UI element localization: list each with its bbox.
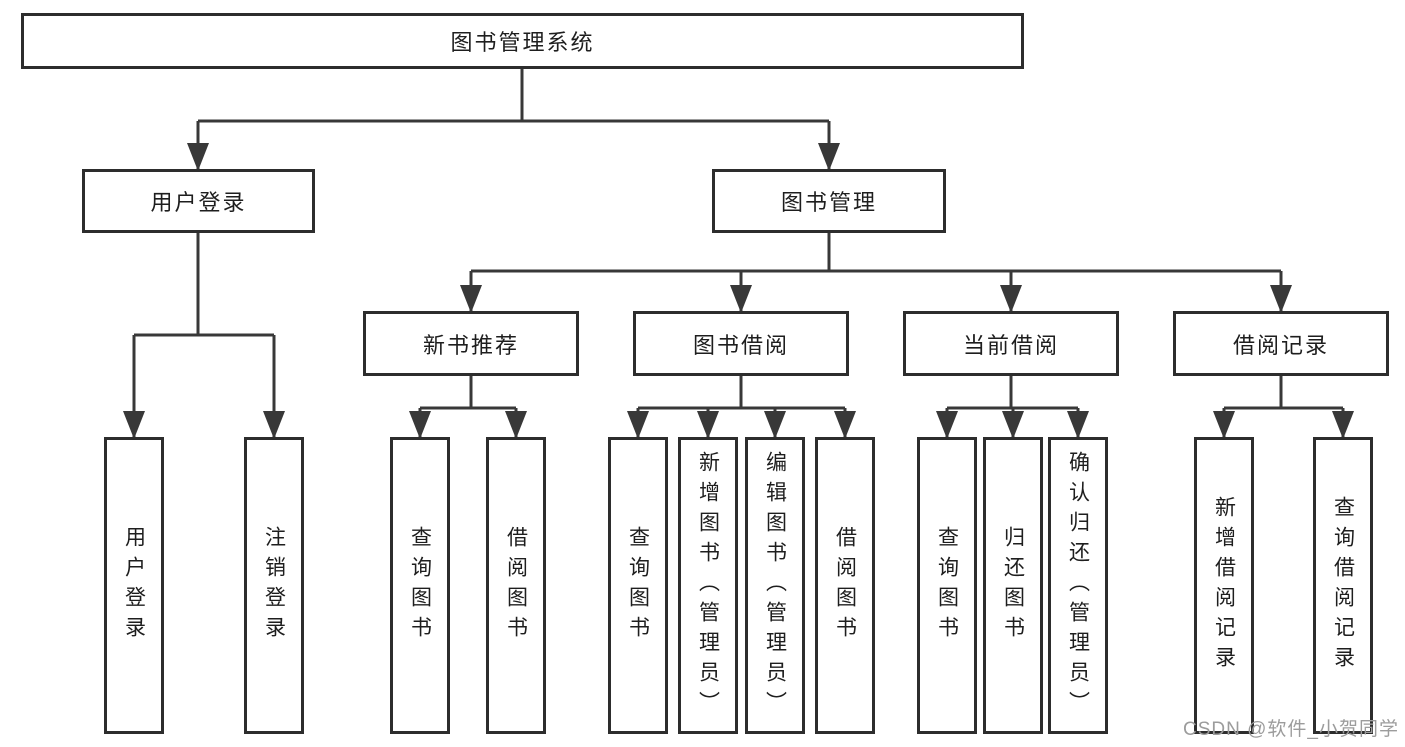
leaf-label: 查询图书: [935, 525, 959, 646]
connector-root-to-level2: [196, 68, 831, 171]
arrowhead-icon: [1067, 411, 1089, 439]
leaf-label: 借阅图书: [504, 525, 528, 646]
leaf-user-login: 用户登录: [104, 437, 164, 734]
leaf-label: 新增借阅记录: [1212, 495, 1236, 676]
arrowhead-icon: [1000, 285, 1022, 313]
arrowhead-icon: [460, 285, 482, 313]
connector-bookborrow-to-leaves: [636, 376, 847, 439]
leaf-label: 用户登录: [122, 525, 146, 646]
leaf-add-book-admin: 新增图书（管理员）: [678, 437, 738, 734]
node-new-book-recommend: 新书推荐: [363, 311, 579, 376]
arrowhead-icon: [1002, 411, 1024, 439]
leaf-label: 确认归还（管理员）: [1066, 450, 1090, 721]
leaf-edit-book-admin: 编辑图书（管理员）: [745, 437, 805, 734]
leaf-query-books-current: 查询图书: [917, 437, 977, 734]
arrowhead-icon: [1213, 411, 1235, 439]
arrowhead-icon: [1270, 285, 1292, 313]
arrowhead-icon: [627, 411, 649, 439]
node-current-borrow: 当前借阅: [903, 311, 1119, 376]
watermark: CSDN @软件_小贺同学: [1183, 719, 1399, 740]
node-user-login: 用户登录: [82, 169, 315, 233]
leaf-borrow-books: 借阅图书: [815, 437, 875, 734]
arrowhead-icon: [409, 411, 431, 439]
leaf-query-borrow-record: 查询借阅记录: [1313, 437, 1373, 734]
arrowhead-icon: [764, 411, 786, 439]
connector-borrowrecord-to-leaves: [1222, 376, 1345, 439]
node-borrow-record: 借阅记录: [1173, 311, 1389, 376]
arrowhead-icon: [187, 143, 209, 171]
leaf-label: 查询图书: [408, 525, 432, 646]
leaf-return-books: 归还图书: [983, 437, 1043, 734]
arrowhead-icon: [730, 285, 752, 313]
leaf-label: 借阅图书: [833, 525, 857, 646]
connector-bookmgmt-to-level3: [469, 233, 1283, 313]
leaf-label: 注销登录: [262, 525, 286, 646]
leaf-label: 查询图书: [626, 525, 650, 646]
leaf-add-borrow-record: 新增借阅记录: [1194, 437, 1254, 734]
leaf-logout: 注销登录: [244, 437, 304, 734]
node-book-borrow: 图书借阅: [633, 311, 849, 376]
connector-userlogin-to-leaves: [132, 233, 276, 439]
arrowhead-icon: [818, 143, 840, 171]
leaf-label: 编辑图书（管理员）: [763, 450, 787, 721]
leaf-query-books-borrow: 查询图书: [608, 437, 668, 734]
leaf-label: 归还图书: [1001, 525, 1025, 646]
arrowhead-icon: [834, 411, 856, 439]
connector-newbook-to-leaves: [418, 376, 518, 439]
node-book-management: 图书管理: [712, 169, 946, 233]
leaf-label: 新增图书（管理员）: [696, 450, 720, 721]
arrowhead-icon: [1332, 411, 1354, 439]
leaf-borrow-books-recommend: 借阅图书: [486, 437, 546, 734]
arrowhead-icon: [936, 411, 958, 439]
node-library-system: 图书管理系统: [21, 13, 1024, 69]
arrowhead-icon: [697, 411, 719, 439]
leaf-label: 查询借阅记录: [1331, 495, 1355, 676]
leaf-confirm-return-admin: 确认归还（管理员）: [1048, 437, 1108, 734]
leaf-query-books-recommend: 查询图书: [390, 437, 450, 734]
arrowhead-icon: [263, 411, 285, 439]
arrowhead-icon: [123, 411, 145, 439]
arrowhead-icon: [505, 411, 527, 439]
